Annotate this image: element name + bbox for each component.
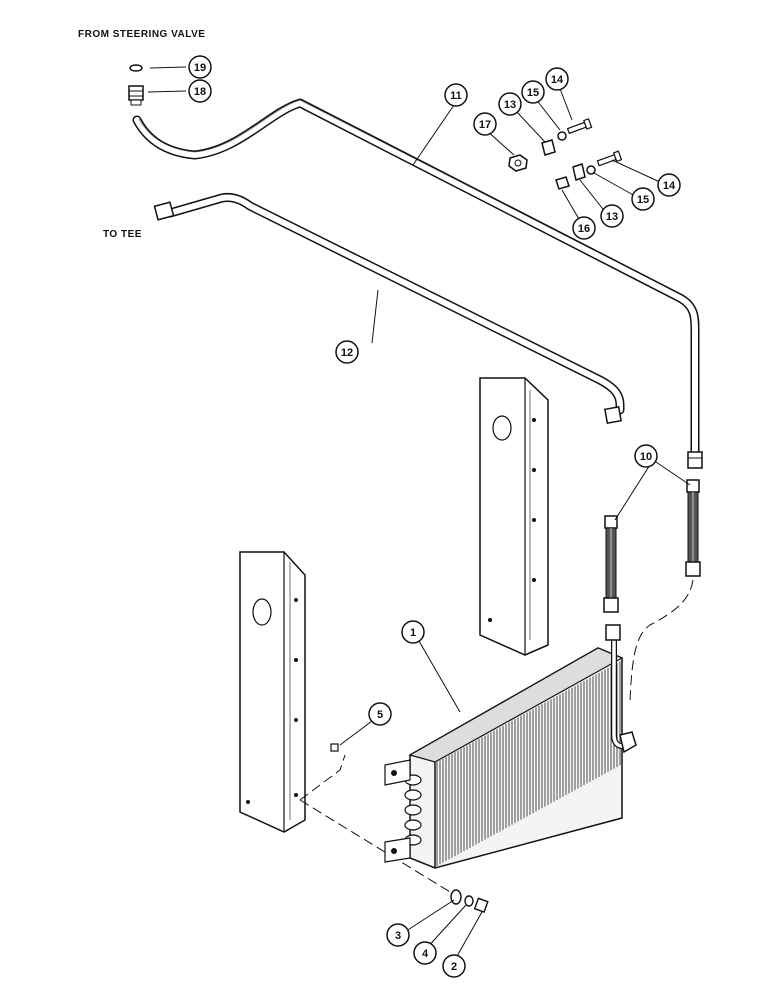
callout-17: 17 (473, 112, 497, 136)
callout-14b: 14 (657, 173, 681, 197)
svg-text:12: 12 (341, 347, 353, 359)
callout-15b: 15 (631, 187, 655, 211)
callout-14a: 14 (545, 67, 569, 91)
oil-cooler-core (384, 624, 637, 869)
svg-text:4: 4 (422, 948, 429, 960)
callout-11: 11 (444, 83, 468, 107)
fitting-18 (128, 85, 144, 106)
bottom-hardware (450, 889, 489, 913)
svg-text:15: 15 (637, 194, 649, 206)
callout-2: 2 (442, 954, 466, 978)
hardware-cluster (508, 118, 623, 190)
callout-10: 10 (634, 444, 658, 468)
svg-text:2: 2 (451, 961, 457, 973)
callout-1: 1 (401, 620, 425, 644)
svg-text:16: 16 (578, 223, 590, 235)
svg-text:19: 19 (194, 62, 206, 74)
dashed-leaders (299, 579, 694, 896)
svg-text:1: 1 (410, 627, 416, 639)
from-steering-valve-label: FROM STEERING VALVE (78, 29, 205, 40)
clip-5 (330, 743, 339, 752)
svg-text:17: 17 (479, 119, 491, 131)
hose-10-right (685, 479, 701, 577)
to-tee-label: TO TEE (103, 229, 142, 240)
front-bracket (239, 551, 306, 833)
callout-3: 3 (386, 923, 410, 947)
callout-13a: 13 (498, 92, 522, 116)
svg-text:10: 10 (640, 451, 652, 463)
svg-text:3: 3 (395, 930, 401, 942)
callout-12: 12 (335, 340, 359, 364)
svg-text:13: 13 (606, 211, 618, 223)
callout-19: 19 (188, 55, 212, 79)
callout-13b: 13 (600, 204, 624, 228)
svg-text:14: 14 (551, 74, 564, 86)
callout-4: 4 (413, 941, 437, 965)
tube-12 (153, 193, 625, 424)
svg-text:11: 11 (450, 90, 462, 102)
rear-bracket (479, 377, 549, 656)
svg-text:18: 18 (194, 86, 206, 98)
o-ring-19 (129, 64, 143, 72)
svg-text:5: 5 (377, 709, 383, 721)
callout-5: 5 (368, 702, 392, 726)
callouts: 19 18 11 17 13 15 14 14 15 13 16 12 10 1… (188, 55, 681, 978)
tube-11 (132, 98, 703, 469)
callout-18: 18 (188, 79, 212, 103)
hose-10-left (603, 515, 619, 613)
callout-16: 16 (572, 216, 596, 240)
callout-15a: 15 (521, 80, 545, 104)
svg-text:14: 14 (663, 180, 676, 192)
svg-text:13: 13 (504, 99, 516, 111)
svg-text:15: 15 (527, 87, 539, 99)
